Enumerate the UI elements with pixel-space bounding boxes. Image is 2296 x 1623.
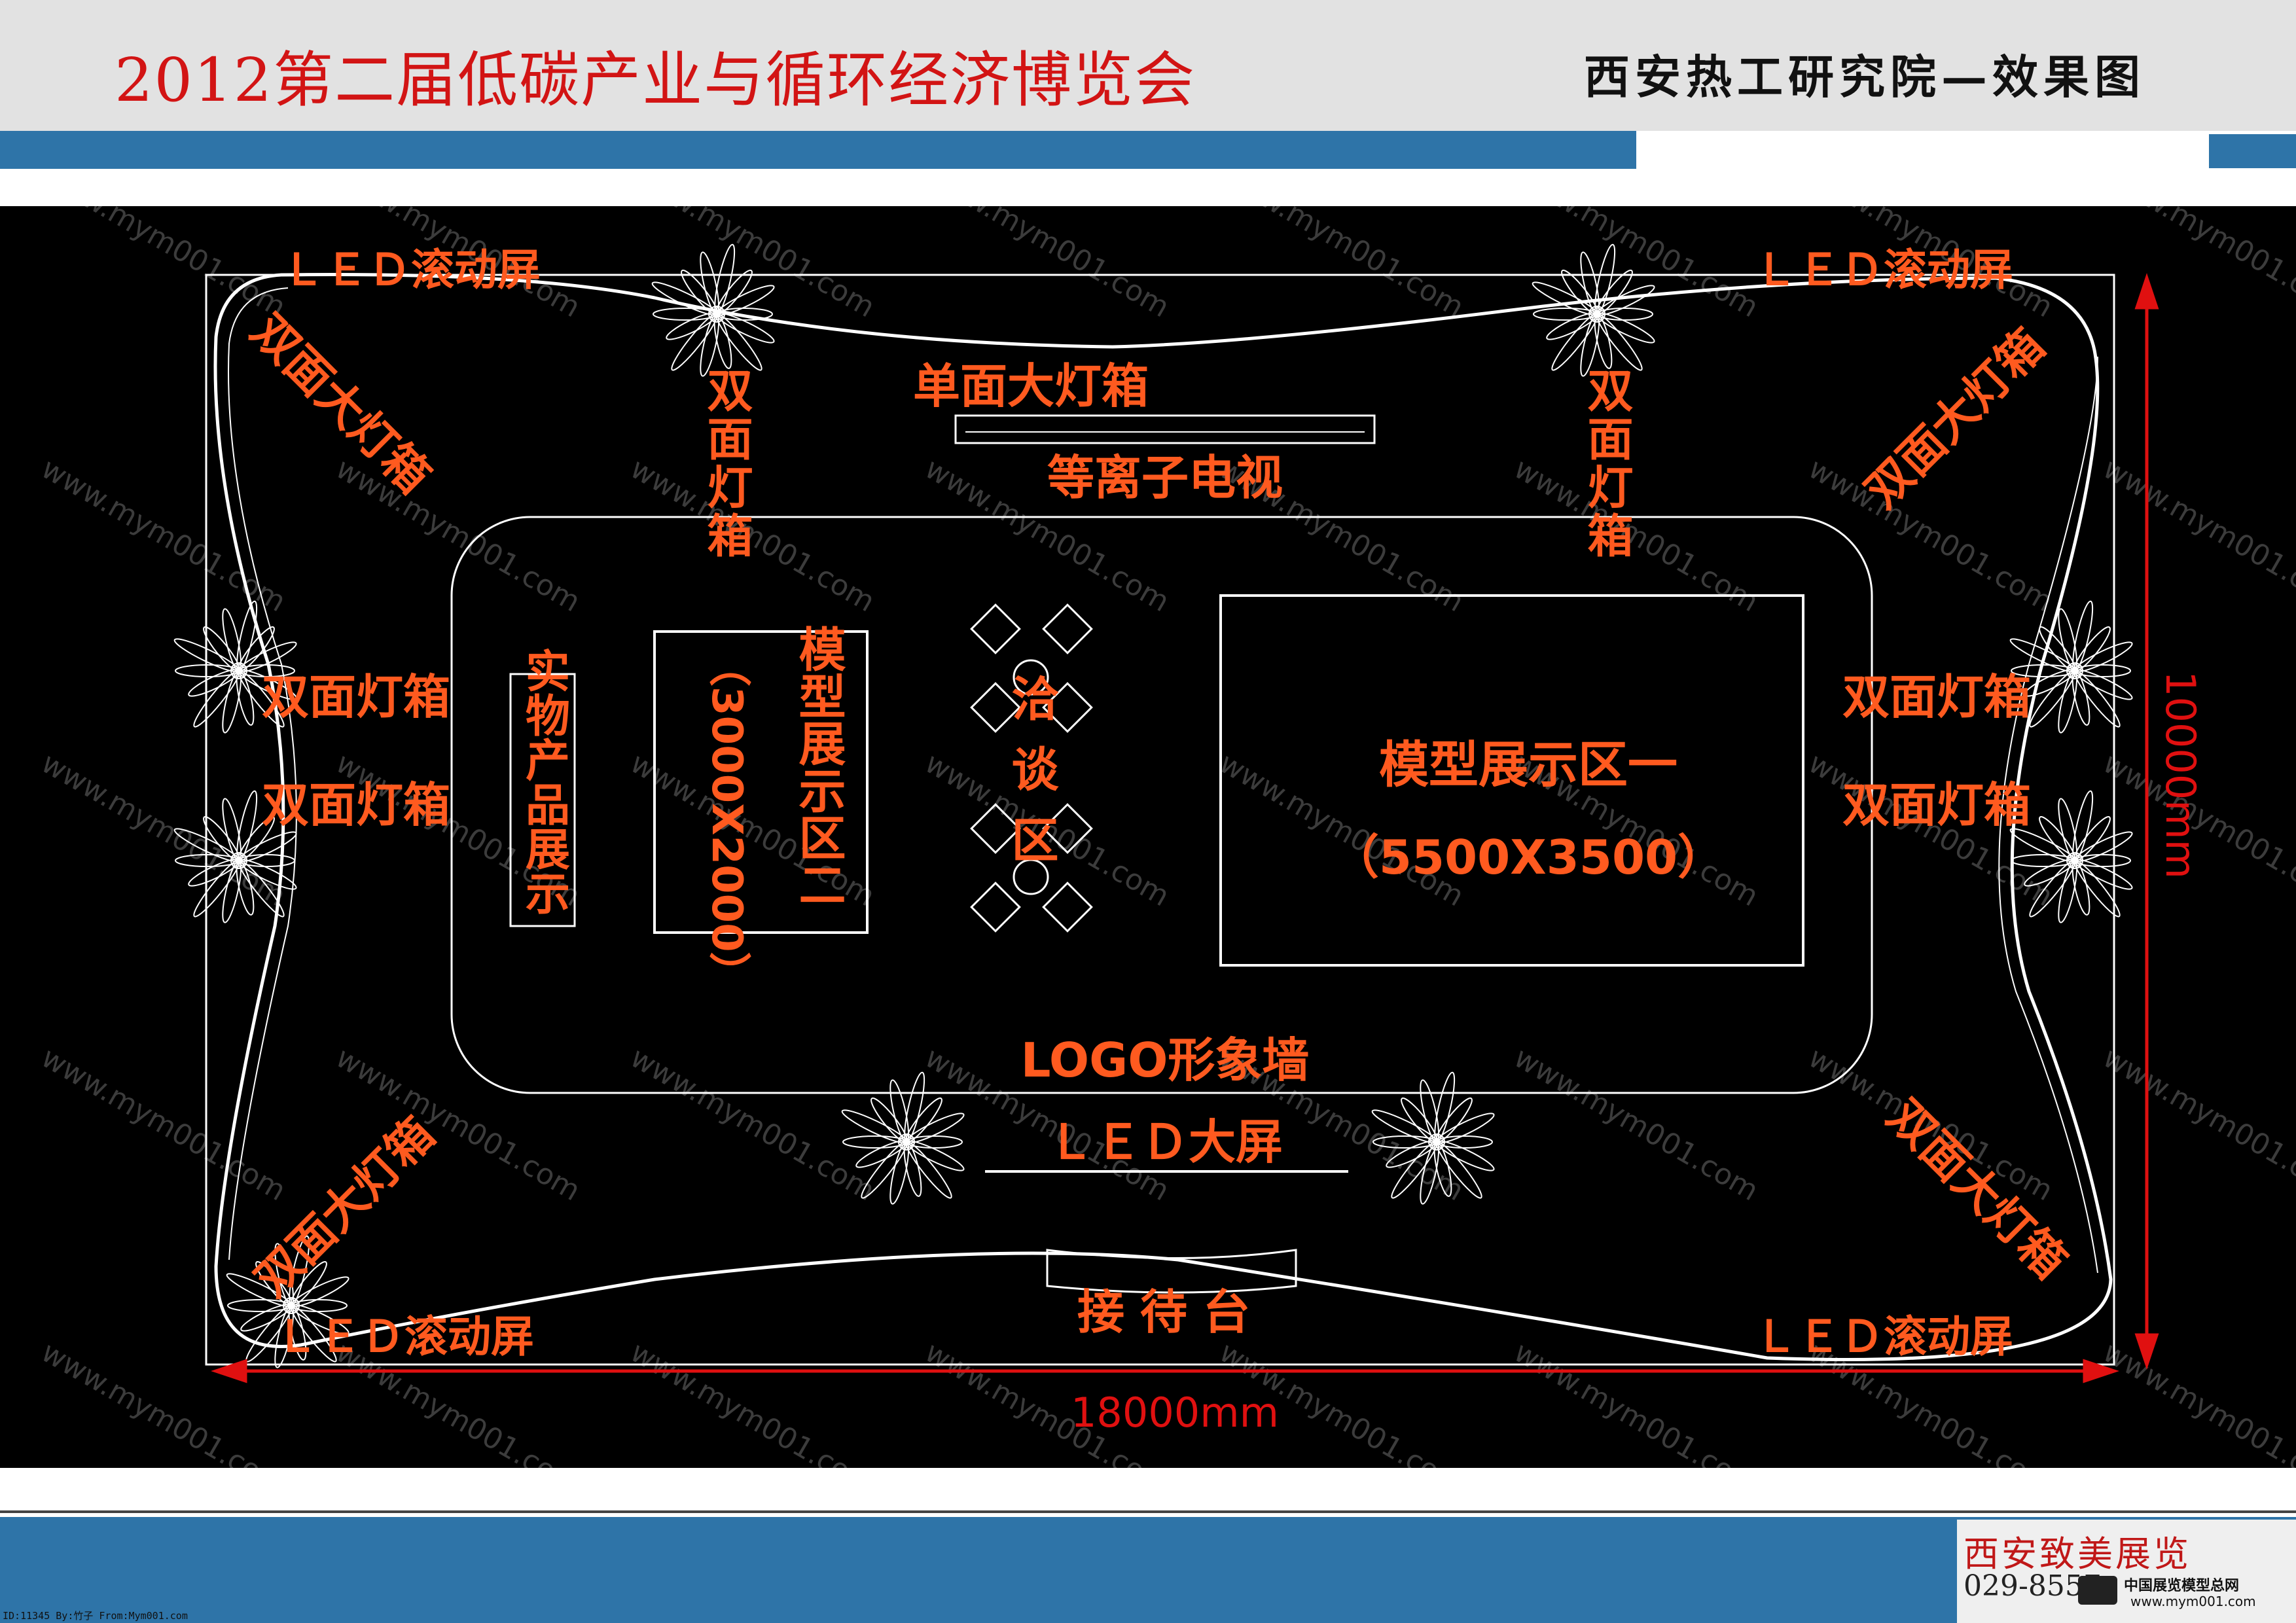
label-model-area-2-size: （3000X2000） [702, 645, 751, 994]
header-stripe [0, 131, 1636, 169]
watermark-text: www.mym001.com [2098, 1041, 2296, 1207]
negotiation-table-upper [970, 603, 1093, 733]
booth-boundary [205, 274, 2115, 1366]
product-display-outline [509, 673, 576, 927]
watermark-text: www.mym001.com [36, 1041, 292, 1207]
model-area-1-outline [1219, 594, 1804, 967]
label-box-left-2: 双面灯箱 [262, 777, 450, 832]
site-name: 中国展览模型总网 [2124, 1578, 2240, 1594]
plant-starburst-icon [173, 600, 297, 734]
watermark-text: www.mym001.com [1214, 206, 1470, 324]
watermark-text: www.mym001.com [625, 1335, 881, 1468]
label-led-big-screen: ＬＥＤ大屏 [1047, 1115, 1283, 1169]
label-model-area-1: 模型展示区一 [1379, 736, 1677, 794]
watermark-text: www.mym001.com [920, 206, 1175, 324]
label-led-scroll-br: ＬＥＤ滚动屏 [1754, 1311, 2013, 1362]
label-box-left-1: 双面灯箱 [262, 669, 450, 724]
width-dimension-line [211, 1359, 2119, 1383]
watermark-text: www.mym001.com [2098, 206, 2296, 324]
label-single-big-box: 单面大灯箱 [913, 359, 1149, 414]
label-product-display: 实物产品展示 [518, 648, 570, 915]
watermark-text: www.mym001.com [1509, 1041, 1765, 1207]
height-dimension-line [2134, 273, 2159, 1370]
label-negotiation-area: 洽谈区 [1003, 674, 1058, 886]
reception-desk-outline [1046, 1249, 1297, 1294]
plant-starburst-icon [841, 1071, 965, 1205]
label-big-box-tr: 双面大灯箱 [1855, 319, 2054, 518]
label-logo-wall: LOGO形象墙 [1021, 1033, 1310, 1088]
plant-starburst-icon [2009, 600, 2133, 734]
watermark-text: www.mym001.com [625, 1041, 881, 1207]
header-stripe-right [2209, 134, 2296, 168]
watermark-text: www.mym001.com [36, 1335, 292, 1468]
plant-starburst-icon [1532, 243, 1655, 377]
plant-starburst-icon [2009, 790, 2133, 923]
label-box-right-1: 双面灯箱 [1842, 669, 2031, 724]
header-bar [0, 0, 2296, 131]
label-model-area-2: 模型展示区二 [791, 625, 846, 908]
model-area-2-outline [653, 630, 869, 934]
plant-starburst-icon [651, 243, 775, 377]
label-box-top-left: 双面灯箱 [700, 366, 753, 560]
label-model-area-1-size: （5500X3500） [1332, 830, 1725, 885]
height-dimension-label: 10000mm [2157, 671, 2204, 879]
inner-platform [450, 516, 1873, 1094]
width-dimension-label: 18000mm [1071, 1389, 1279, 1436]
site-url: www.mym001.com [2130, 1594, 2256, 1609]
page-subtitle: 西安热工研究院—效果图 [1584, 50, 2145, 104]
label-led-scroll-bl: ＬＥＤ滚动屏 [275, 1311, 534, 1362]
watermark-text: www.mym001.com [36, 452, 292, 618]
company-name: 西安致美展览 [1964, 1533, 2191, 1575]
watermark-text: www.mym001.com [1509, 1335, 1765, 1468]
footer-bar [0, 1517, 2296, 1623]
footer-divider [0, 1510, 2296, 1513]
label-reception-desk: 接待台 [1077, 1285, 1266, 1340]
negotiation-table-lower [970, 803, 1093, 933]
watermark-text: www.mym001.com [331, 452, 586, 618]
site-logo-icon [2078, 1576, 2117, 1605]
curved-outer-wall [213, 272, 2113, 1361]
label-plasma-tv: 等离子电视 [1047, 450, 1283, 505]
label-box-top-right: 双面灯箱 [1580, 366, 1634, 560]
plant-decorations [173, 243, 2133, 1368]
plant-starburst-icon [226, 1235, 350, 1368]
company-logo-box [1957, 1520, 2296, 1623]
image-credit: ID:11345 By:竹子 From:Mym001.com [3, 1610, 188, 1622]
plant-starburst-icon [1371, 1071, 1495, 1205]
watermark-text: www.mym001.com [2098, 1335, 2296, 1468]
label-led-scroll-tr: ＬＥＤ滚动屏 [1754, 245, 2013, 295]
curved-wall-inner-line-left [228, 287, 297, 1260]
watermark-text: www.mym001.com [625, 206, 881, 324]
watermark-text: www.mym001.com [1509, 452, 1765, 618]
watermark-text: www.mym001.com [2098, 452, 2296, 618]
watermark-text: www.mym001.com [36, 206, 292, 324]
label-led-scroll-tl: ＬＥＤ滚动屏 [281, 245, 541, 295]
page-title: 2012第二届低碳产业与循环经济博览会 [115, 45, 1196, 115]
label-box-right-2: 双面灯箱 [1842, 777, 2031, 832]
curved-wall-inner-line-right [1998, 356, 2098, 1274]
single-lightbox-outline [954, 414, 1376, 444]
plant-starburst-icon [173, 790, 297, 923]
